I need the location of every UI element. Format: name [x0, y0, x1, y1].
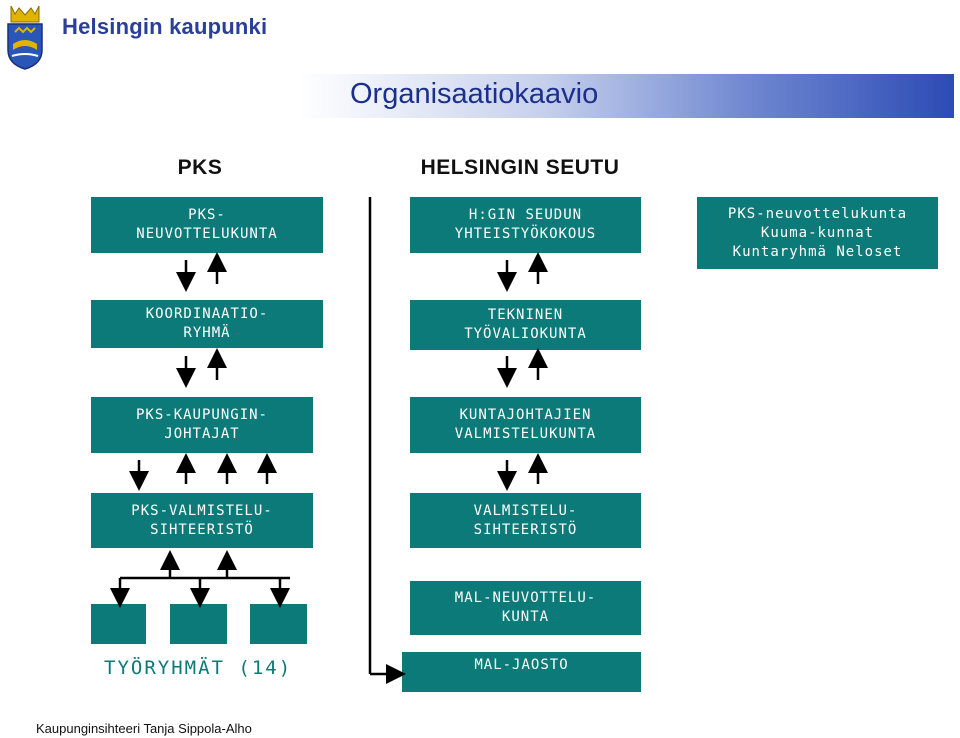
box-pks-neuvottelukunta-kuuma-neloset: PKS-neuvottelukunta Kuuma-kunnat Kuntary… — [697, 197, 938, 269]
heading-pks: PKS — [177, 156, 223, 179]
box-kuntajohtajien-valmistelukunta: KUNTAJOHTAJIEN VALMISTELUKUNTA — [410, 397, 641, 453]
box-mal-neuvottelukunta: MAL-NEUVOTTELU- KUNTA — [410, 581, 641, 635]
heading-helsingin-seutu: HELSINGIN SEUTU — [420, 156, 620, 179]
footer-author: Kaupunginsihteeri Tanja Sippola-Alho — [36, 721, 252, 736]
working-group-box — [170, 604, 227, 644]
title-bar — [44, 74, 954, 118]
box-pks-kaupunginjohtajat: PKS-KAUPUNGIN- JOHTAJAT — [91, 397, 313, 453]
logo-text: Helsingin kaupunki — [62, 14, 268, 39]
box-mal-jaosto: MAL-JAOSTO — [402, 652, 641, 692]
working-group-box — [91, 604, 146, 644]
box-koordinaatioryhma: KOORDINAATIO- RYHMÄ — [91, 300, 323, 348]
box-tekninen-tyovaliokunta: TEKNINEN TYÖVALIOKUNTA — [410, 300, 641, 350]
box-hgin-seudun-yhteistyokokous: H:GIN SEUDUN YHTEISTYÖKOKOUS — [410, 197, 641, 253]
helsinki-crest-icon — [3, 2, 47, 70]
box-pks-valmistelusihteeristo: PKS-VALMISTELU- SIHTEERISTÖ — [91, 493, 313, 548]
page-title: Organisaatiokaavio — [350, 78, 599, 110]
label-tyoryhmat: TYÖRYHMÄT (14) — [104, 657, 293, 679]
box-pks-neuvottelukunta: PKS- NEUVOTTELUKUNTA — [91, 197, 323, 253]
working-group-box — [250, 604, 307, 644]
box-valmistelusihteeristo: VALMISTELU- SIHTEERISTÖ — [410, 493, 641, 548]
